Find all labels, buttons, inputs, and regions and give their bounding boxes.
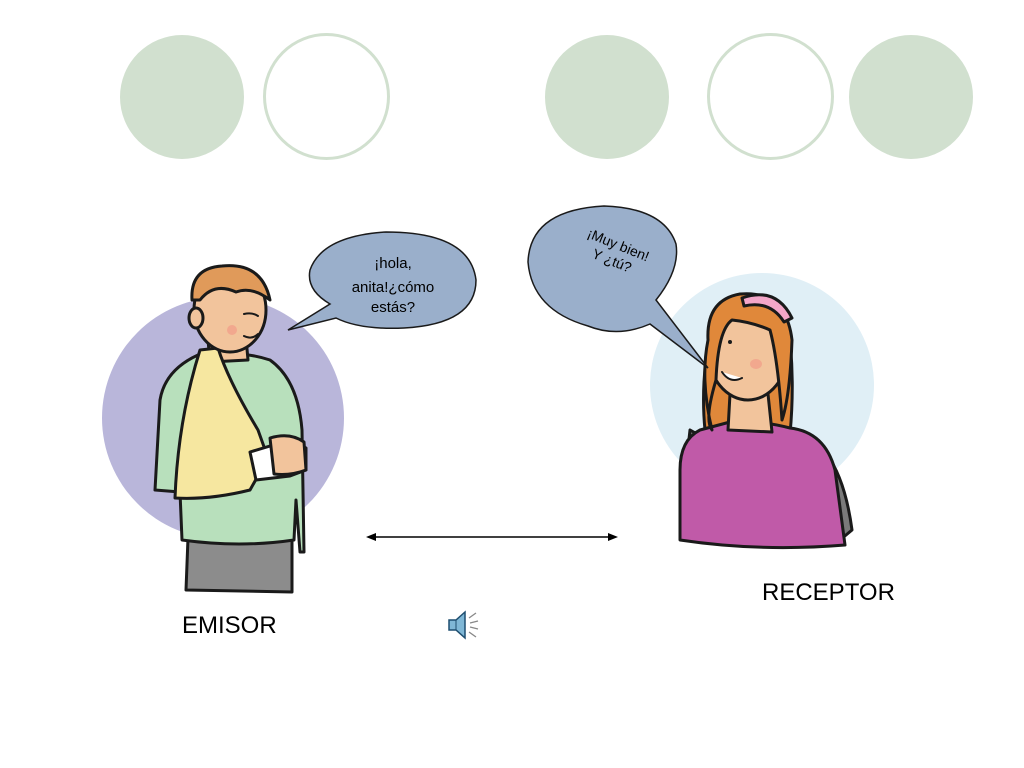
emisor-speech-bubble xyxy=(287,231,477,331)
speaker-icon[interactable] xyxy=(446,608,482,642)
decorative-circle xyxy=(545,35,669,159)
emisor-speech-line: ¡hola, xyxy=(374,255,412,272)
decorative-ring xyxy=(707,33,834,160)
emisor-boy-illustration xyxy=(153,264,308,594)
emisor-label: EMISOR xyxy=(182,612,277,639)
receptor-speech-bubble xyxy=(527,205,709,369)
receptor-girl-illustration xyxy=(678,292,854,550)
decorative-circle xyxy=(849,35,973,159)
decorative-circle xyxy=(120,35,244,159)
emisor-speech-line: estás? xyxy=(370,299,416,316)
emisor-speech-text: ¡hola, anita!¿cómo estás? xyxy=(322,252,464,320)
communication-arrow xyxy=(366,533,618,541)
emisor-speech-line: anita!¿cómo xyxy=(351,279,435,296)
decorative-ring xyxy=(263,33,390,160)
receptor-label: RECEPTOR xyxy=(762,579,895,606)
